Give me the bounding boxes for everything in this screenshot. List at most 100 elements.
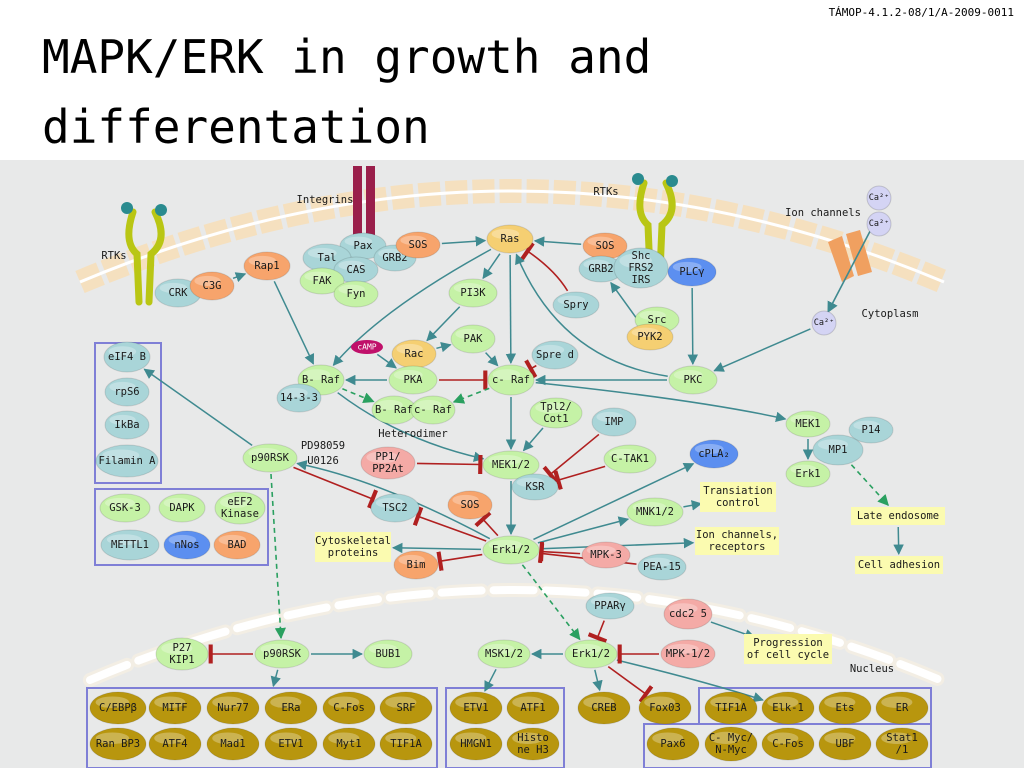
edge-c-raf-to-mek1	[535, 381, 787, 423]
ion-ca-1: Ca²⁺	[866, 185, 892, 211]
node-ras: Ras	[486, 224, 534, 254]
node-label: MPK-1/2	[666, 648, 710, 660]
svg-text:Tpl2/: Tpl2/	[540, 401, 572, 413]
svg-text:C-Fos: C-Fos	[772, 738, 804, 750]
node-pak: PAK	[450, 324, 496, 354]
node-label: PPARγ	[594, 600, 626, 612]
node-label: Tal	[318, 252, 337, 264]
svg-text:Ca²⁺: Ca²⁺	[869, 219, 889, 229]
svg-text:c- Raf: c- Raf	[492, 374, 530, 386]
box-p90-targets-2	[94, 488, 269, 566]
svg-text:p90RSK: p90RSK	[263, 648, 302, 660]
svg-text:SOS: SOS	[409, 239, 428, 251]
label-cytoplasm: Cytoplasm	[862, 308, 919, 320]
node-foxo3: Fox03	[638, 691, 692, 725]
node-label: SOS	[461, 499, 480, 511]
node-stat1: Stat1/1	[875, 727, 929, 761]
edge-pkc-to-ras	[515, 253, 668, 377]
svg-text:Cell adhesion: Cell adhesion	[858, 559, 940, 571]
node-mp1: MP1	[812, 434, 864, 466]
pathway-edges	[143, 235, 904, 704]
ion-ca-2: Ca²⁺	[866, 211, 892, 237]
node-rps6: rpS6	[104, 377, 150, 407]
svg-text:control: control	[716, 497, 760, 509]
node-srf: SRF	[379, 691, 433, 725]
node-label: Src	[648, 314, 667, 326]
svg-text:Rap1: Rap1	[254, 260, 279, 272]
node-pea15: PEA-15	[637, 553, 687, 581]
node-filamin: Filamin A	[95, 444, 159, 478]
edge-ras-to-b-raf	[332, 248, 492, 367]
svg-text:/1: /1	[896, 744, 909, 756]
edge-erk12-a-to-tsc2	[412, 506, 487, 542]
node-ikba: IkBa	[104, 410, 150, 440]
node-label: MPK-3	[590, 549, 622, 561]
node-label: cAMP	[357, 343, 376, 352]
svg-text:TIF1A: TIF1A	[715, 702, 747, 714]
svg-text:SOS: SOS	[596, 240, 615, 252]
svg-text:FAK: FAK	[313, 275, 333, 287]
node-label: METTL1	[111, 539, 149, 551]
node-nnos: nNos	[163, 530, 211, 560]
node-mek1: MEK1	[785, 410, 831, 438]
svg-text:Nur77: Nur77	[217, 702, 249, 714]
edge-mnk12-to-translation	[683, 500, 703, 511]
label-integrins: Integrins	[297, 194, 354, 206]
edge-p90rsk-b-to-box-tf-left	[270, 669, 281, 688]
node-sos-b: SOS	[582, 232, 628, 260]
node-erk12-b: Erk1/2	[564, 639, 618, 669]
svg-text:Rac: Rac	[405, 348, 424, 360]
svg-text:CREB: CREB	[591, 702, 616, 714]
node-fyn: Fyn	[333, 280, 379, 308]
svg-text:B- Raf: B- Raf	[375, 404, 413, 416]
svg-text:C/EBPβ: C/EBPβ	[99, 702, 137, 714]
node-label: Spre d	[536, 349, 574, 361]
svg-text:PP2At: PP2At	[372, 463, 404, 475]
node-label: C- Myc/N-Myc	[709, 732, 753, 756]
node-label: PI3K	[460, 287, 486, 299]
svg-text:BUB1: BUB1	[375, 648, 400, 660]
edge-pyk2-to-grb2-b	[610, 281, 641, 324]
node-atf4: ATF4	[148, 727, 202, 761]
node-label: Rap1	[254, 260, 279, 272]
node-atf1: ATF1	[506, 691, 560, 725]
node-label: Elk-1	[772, 702, 804, 714]
edge-rac-to-pak	[436, 341, 452, 353]
node-tif1a-a: TIF1A	[379, 727, 433, 761]
node-label: Erk1/2	[572, 648, 610, 660]
svg-text:N-Myc: N-Myc	[715, 744, 747, 756]
node-bub1: BUB1	[363, 639, 413, 669]
node-label: CREB	[591, 702, 616, 714]
edge-b-raf-to-b-raf-het	[342, 388, 375, 403]
svg-text:Src: Src	[648, 314, 667, 326]
node-label: Tpl2/Cot1	[540, 401, 572, 425]
svg-text:rpS6: rpS6	[114, 386, 139, 398]
node-etv1-a: ETV1	[264, 727, 318, 761]
svg-text:ATF1: ATF1	[520, 702, 545, 714]
node-label: B- Raf	[302, 374, 340, 386]
label-inhibitor: PD98059	[301, 440, 345, 452]
node-spry: Spry	[552, 291, 600, 319]
svg-text:MEK1: MEK1	[795, 418, 820, 430]
node-mnk12: MNK1/2	[626, 497, 684, 527]
svg-text:receptors: receptors	[709, 541, 766, 553]
node-label: FAK	[313, 275, 333, 287]
node-mpk12: MPK-1/2	[660, 639, 716, 669]
node-label: C/EBPβ	[99, 702, 137, 714]
svg-text:ATF4: ATF4	[162, 738, 187, 750]
note-label: Ion channels,receptors	[696, 529, 778, 553]
svg-text:Myt1: Myt1	[336, 738, 361, 750]
node-ppar: PPARγ	[585, 592, 635, 620]
edge-p90rsk-a-to-eif4b	[143, 368, 253, 447]
svg-text:PEA-15: PEA-15	[643, 561, 681, 573]
node-label: P14	[862, 424, 881, 436]
node-etv1-b: ETV1	[449, 691, 503, 725]
